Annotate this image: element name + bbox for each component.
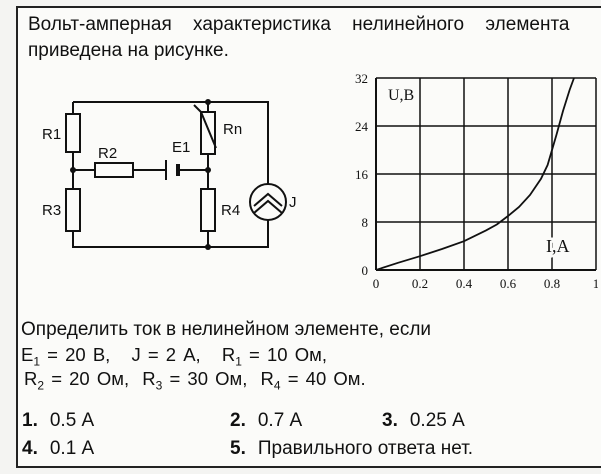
nonlinear-mark <box>193 104 217 149</box>
x-tick-label-4: 0.8 <box>544 276 560 291</box>
junction-top <box>205 99 211 105</box>
circuit-diagram: R1 R3 R2 Rn R4 E1 J <box>42 99 297 250</box>
e1-subscript: 1 <box>33 354 41 369</box>
condition-line-2: E1 = 20 В, J = 2 А, R1 = 10 Ом, <box>21 344 327 373</box>
y-tick-label-4: 32 <box>355 71 368 86</box>
x-tick-label-0: 0 <box>373 276 380 291</box>
y-axis-label: U,B <box>388 87 414 104</box>
label-r4: R4 <box>221 202 240 219</box>
resistor-r2 <box>94 162 134 178</box>
answer-option-2[interactable]: 2.0.7 А <box>230 410 303 431</box>
y-tick-label-1: 8 <box>362 215 369 230</box>
answer-option-3[interactable]: 3.0.25 А <box>382 410 465 431</box>
problem-card: Вольт-амперная характеристика нелинейног… <box>16 6 601 468</box>
resistor-r3 <box>65 188 81 232</box>
iv-curve-0 <box>375 77 575 271</box>
answer-option-4[interactable]: 4.0.1 А <box>22 438 95 459</box>
e1-value: = 20 В, <box>40 344 111 365</box>
x-tick-label-3: 0.6 <box>500 276 517 291</box>
resistor-r4 <box>200 188 216 232</box>
iv-chart: 0 0.2 0.4 0.6 0.8 1 0 8 16 24 32U,B I,A <box>355 71 598 291</box>
x-tick-label-1: 0.2 <box>412 276 428 291</box>
r4-subscript: 4 <box>273 378 281 393</box>
label-rn: Rn <box>223 121 242 138</box>
condition-line-1: Определить ток в нелинейном элементе, ес… <box>21 319 432 340</box>
e1-symbol: E <box>21 344 34 365</box>
condition-line-3: R2 = 20 Ом, R3 = 30 Ом, R4 = 40 Ом. <box>24 368 366 397</box>
wire-bottom <box>72 102 269 248</box>
junction-left <box>70 167 76 173</box>
r2-value: = 20 Ом, <box>44 368 130 389</box>
r4-symbol: R <box>260 368 274 389</box>
junction-right <box>205 167 211 173</box>
x-tick-label-2: 0.4 <box>456 276 473 291</box>
label-r1: R1 <box>42 126 61 143</box>
intro-line-1: Вольт-амперная характеристика нелинейног… <box>28 14 570 35</box>
r1-subscript: 1 <box>235 354 242 369</box>
label-r2: R2 <box>98 145 117 162</box>
x-axis-label: I,A <box>546 236 570 256</box>
x-tick-label-5: 1 <box>593 276 598 291</box>
r1-symbol: R <box>221 344 236 365</box>
label-r3: R3 <box>42 202 61 219</box>
y-tick-label-3: 24 <box>355 119 369 134</box>
current-source-arrow <box>253 192 283 214</box>
answer-option-5[interactable]: 5.Правильного ответа нет. <box>230 438 474 459</box>
wire-top <box>73 101 269 184</box>
junction-bottom <box>205 244 211 250</box>
y-tick-label-2: 16 <box>355 167 369 182</box>
label-j: J <box>289 194 297 211</box>
resistor-r1 <box>65 113 81 153</box>
r3-symbol: R <box>142 368 156 389</box>
label-e1: E1 <box>172 139 190 156</box>
intro-line-2: приведена на рисунке. <box>28 40 229 61</box>
r4-value: = 40 Ом. <box>280 368 366 389</box>
r2-subscript: 2 <box>37 378 45 393</box>
r3-value: = 30 Ом, <box>162 368 248 389</box>
r2-symbol: R <box>24 368 38 389</box>
y-tick-label-0: 0 <box>362 263 369 278</box>
r1-value: = 10 Ом, <box>241 344 327 365</box>
answer-option-1[interactable]: 1.0.5 А <box>22 410 95 431</box>
r3-subscript: 3 <box>155 378 163 393</box>
j-value: J = 2 А, <box>131 344 201 365</box>
